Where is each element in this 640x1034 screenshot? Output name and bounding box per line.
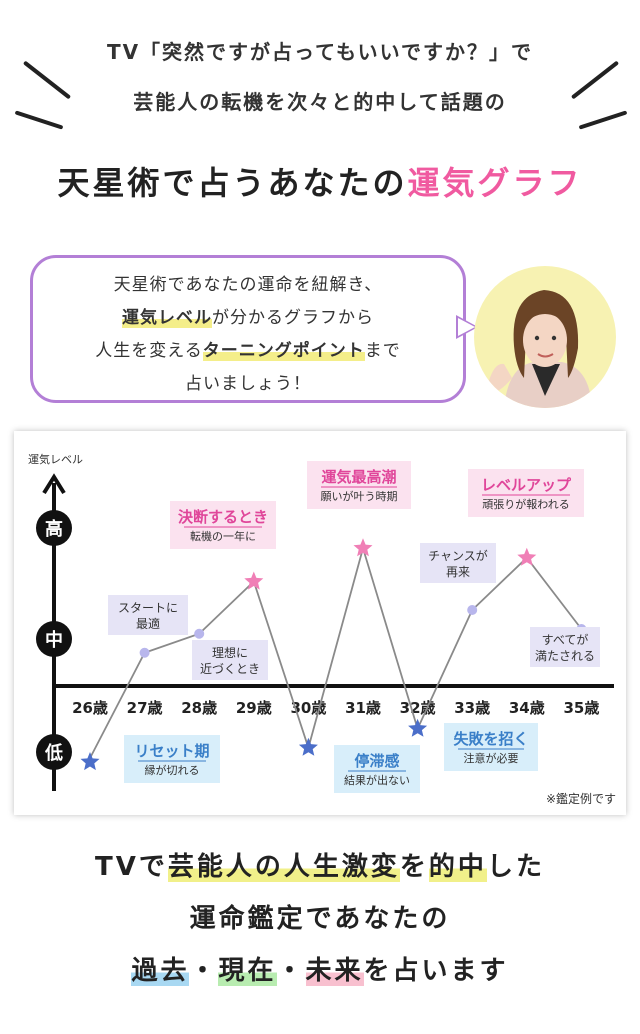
annotation-sub-1: 最適	[136, 616, 160, 631]
annotation-box-8	[468, 469, 584, 517]
low-point-star-icon	[80, 752, 100, 771]
bubble-highlight-turning-point: ターニングポイント	[202, 341, 365, 361]
chart-note: ※鑑定例です	[546, 791, 616, 806]
fortune-teller-avatar	[474, 266, 616, 408]
annotation-sub-3: 転機の一年に	[190, 529, 256, 543]
annotation-title-5: 運気最高潮	[321, 468, 396, 486]
annotation-title-3: 決断するとき	[178, 508, 268, 526]
mid-point-dot	[194, 628, 205, 639]
bubble-line-4: 占いましょう！	[185, 374, 311, 394]
x-tick-label-5: 31歳	[345, 699, 381, 717]
x-tick-label-8: 34歳	[509, 699, 545, 717]
mid-point-dot	[139, 647, 150, 658]
annotation-sub-5: 願いが叶う時期	[321, 489, 398, 503]
x-tick-label-2: 28歳	[181, 699, 217, 717]
footer-line-1-post: した	[486, 852, 545, 882]
high-point-star-icon	[353, 538, 373, 557]
low-point-star-icon	[408, 718, 428, 737]
level-marker-0	[36, 510, 72, 546]
annotation-title-4: 停滞感	[354, 752, 399, 770]
annotation-box-1	[108, 595, 188, 635]
bubble-line-2: 運気レベルが分かるグラフから	[30, 303, 466, 328]
speech-bubble-tail-inner	[458, 318, 475, 336]
footer-highlight-hit: 的中	[428, 852, 487, 882]
footer-highlight-celebrity: 芸能人の人生激変	[167, 852, 400, 882]
level-label-0: 高	[45, 518, 63, 540]
speech-bubble	[30, 255, 466, 403]
annotation-title-6: 失敗を招く	[453, 730, 528, 748]
bubble-line-3-pre: 人生を変える	[95, 341, 203, 361]
bubble-line-2-rest: が分かるグラフから	[212, 308, 374, 328]
annotation-title-0: リセット期	[134, 742, 209, 760]
y-axis-title: 運気レベル	[28, 452, 83, 466]
header-line-2: 芸能人の転機を次々と的中して話題の	[133, 90, 507, 114]
bubble-line-1: 天星術であなたの運命を紐解き、	[113, 275, 383, 295]
annotation-title-7: チャンスが	[428, 548, 488, 563]
annotation-title-1: スタートに	[118, 601, 178, 615]
annotation-box-3	[170, 501, 276, 549]
page-title: 天星術で占うあなたの運気グラフ	[0, 158, 640, 204]
bubble-line-3-post: まで	[364, 341, 401, 361]
x-tick-label-7: 33歳	[454, 699, 490, 717]
footer-line-1-mid: を	[399, 852, 429, 882]
annotation-title-8: レベルアップ	[481, 476, 572, 494]
page-title-accent: 運気グラフ	[407, 164, 583, 202]
annotation-box-9	[530, 627, 600, 667]
level-marker-2	[36, 734, 72, 770]
low-point-star-icon	[298, 737, 318, 756]
bubble-highlight-fortune-level: 運気レベル	[122, 308, 212, 328]
footer-highlight-future: 未来	[305, 956, 364, 986]
annotation-sub-0: 縁が切れる	[145, 763, 200, 777]
high-point-star-icon	[244, 571, 264, 590]
fortune-teller-portrait-icon	[488, 290, 592, 408]
mid-point-dot	[467, 605, 478, 615]
level-label-2: 低	[44, 742, 63, 764]
footer-line-1: TVで芸能人の人生激変を的中した	[0, 846, 640, 883]
annotation-title-2: 理想に	[212, 645, 248, 660]
x-tick-label-9: 35歳	[563, 699, 599, 717]
annotation-box-5	[307, 461, 411, 509]
footer-highlight-present: 現在	[218, 956, 277, 986]
annotation-box-7	[420, 543, 496, 583]
level-label-1: 中	[45, 629, 63, 651]
annotation-title-9: すべてが	[542, 632, 589, 647]
bubble-line-3: 人生を変えるターニングポイントまで	[30, 336, 466, 361]
page-title-main: 天星術で占うあなたの	[57, 164, 408, 202]
footer-line-3: 過去・現在・未来を占います	[0, 950, 640, 987]
annotation-sub-6: 注意が必要	[464, 751, 519, 765]
footer-line-2: 運命鑑定であなたの	[189, 904, 451, 934]
header-line-1: TV「突然ですが占ってもいいですか？」で	[106, 40, 534, 64]
high-point-star-icon	[517, 547, 537, 566]
level-marker-1	[36, 621, 72, 657]
annotation-sub-2: 近づくとき	[200, 662, 260, 676]
x-tick-label-3: 29歳	[236, 699, 272, 717]
annotation-sub-4: 結果が出ない	[344, 773, 410, 787]
annotation-sub-9: 満たされる	[535, 649, 595, 663]
footer-line-3-post: を占います	[363, 956, 509, 986]
x-tick-label-1: 27歳	[127, 699, 163, 717]
y-axis-arrow-icon	[42, 473, 66, 495]
annotation-sub-8: 頑張りが報われる	[482, 497, 569, 511]
annotation-sub-7: 再来	[446, 565, 470, 579]
x-tick-label-0: 26歳	[72, 699, 108, 717]
annotation-box-6	[444, 723, 538, 771]
series-line	[87, 544, 583, 763]
footer-separator-1: ・	[189, 956, 219, 986]
x-tick-label-6: 32歳	[400, 699, 436, 717]
annotation-box-2	[192, 640, 268, 680]
annotation-box-0	[124, 735, 220, 783]
footer-separator-2: ・	[276, 956, 306, 986]
footer-line-1-pre: TVで	[95, 852, 168, 882]
annotation-box-4	[334, 745, 420, 793]
footer-highlight-past: 過去	[131, 956, 190, 986]
